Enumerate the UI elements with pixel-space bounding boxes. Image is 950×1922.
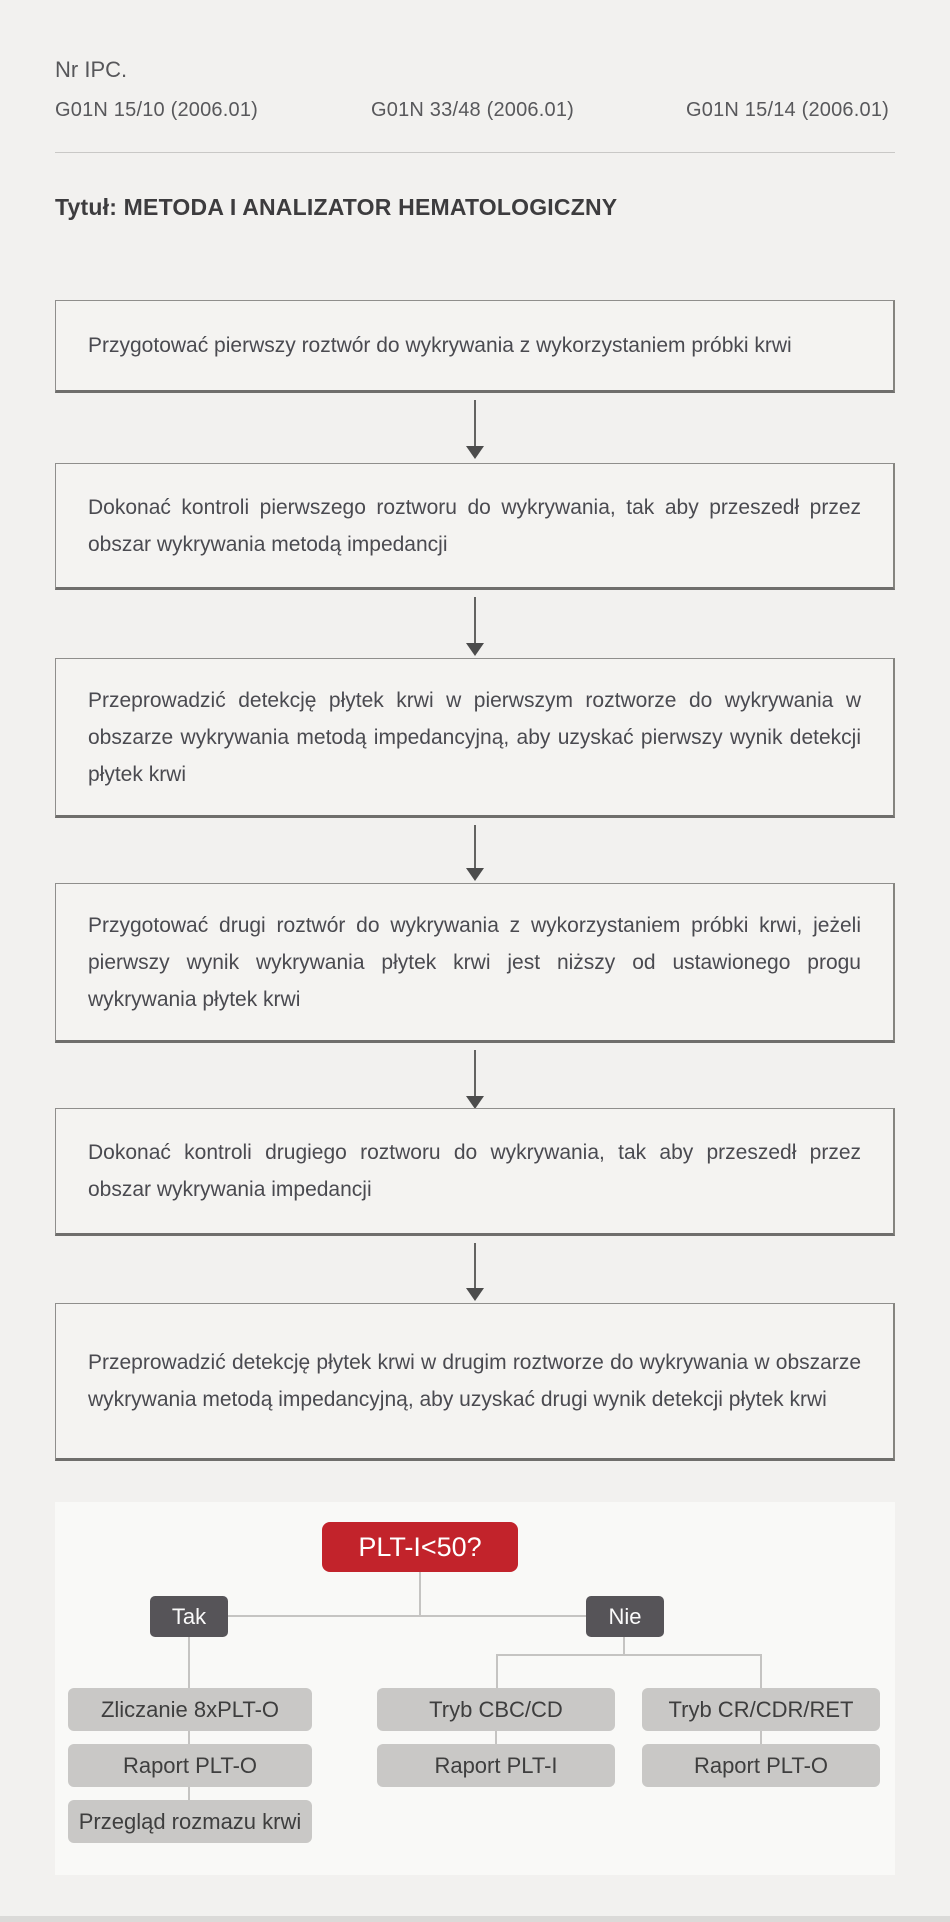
flow-step-1: Przygotować pierwszy roztwór do wykrywan… (55, 300, 895, 393)
ipc-code-1: G01N 15/10 (2006.01) (55, 99, 259, 121)
flow-step-2: Dokonać kontroli pierwszego roztworu do … (55, 463, 895, 590)
page-title: Tytuł: METODA I ANALIZATOR HEMATOLOGICZN… (55, 194, 618, 220)
arrow-stem (474, 1050, 476, 1096)
arrow-head-icon (466, 1288, 484, 1301)
arrow-head-icon (466, 868, 484, 881)
no-branch-right-step-1: Tryb CR/CDR/RET (642, 1688, 880, 1731)
ipc-number-label: Nr IPC. (55, 57, 128, 82)
arrow-head-icon (466, 1096, 484, 1109)
decision-node-root: PLT-I<50? (322, 1522, 518, 1572)
connector-no-vertical (623, 1637, 625, 1656)
connector-no-split-left (496, 1654, 498, 1688)
arrow-head-icon (466, 643, 484, 656)
yes-branch-step-2: Raport PLT-O (68, 1744, 312, 1787)
flow-step-1-text: Przygotować pierwszy roztwór do wykrywan… (88, 334, 792, 357)
decision-tree-panel: PLT-I<50? Tak Nie Zliczanie 8xPLT-O Rapo… (55, 1502, 895, 1875)
flow-step-5-text: Dokonać kontroli drugiego roztworu do wy… (88, 1141, 861, 1201)
no-branch-left-step-2: Raport PLT-I (377, 1744, 615, 1787)
flow-step-4-text: Przygotować drugi roztwór do wykrywania … (88, 913, 861, 1011)
arrow-head-icon (466, 446, 484, 459)
connector-yes-no-horizontal (228, 1615, 586, 1617)
flow-step-6-text: Przeprowadzić detekcję płytek krwi w dru… (88, 1351, 861, 1411)
ipc-code-2: G01N 33/48 (2006.01) (371, 99, 575, 121)
connector-no-right-col (760, 1731, 762, 1744)
flow-step-6: Przeprowadzić detekcję płytek krwi w dru… (55, 1303, 895, 1461)
connector-no-split-right (760, 1654, 762, 1688)
connector-no-left-col (495, 1731, 497, 1744)
decision-node-yes: Tak (150, 1596, 228, 1637)
connector-root-vertical (419, 1572, 421, 1616)
yes-branch-step-3: Przegląd rozmazu krwi (68, 1800, 312, 1843)
no-branch-right-step-2: Raport PLT-O (642, 1744, 880, 1787)
connector-yes-vertical (188, 1637, 190, 1688)
yes-branch-step-1: Zliczanie 8xPLT-O (68, 1688, 312, 1731)
arrow-stem (474, 400, 476, 446)
flow-step-3-text: Przeprowadzić detekcję płytek krwi w pie… (88, 688, 861, 786)
arrow-stem (474, 825, 476, 868)
decision-node-no: Nie (586, 1596, 664, 1637)
connector-no-split-horizontal (496, 1654, 762, 1656)
page-bottom-divider (0, 1916, 950, 1922)
no-branch-left-step-1: Tryb CBC/CD (377, 1688, 615, 1731)
arrow-stem (474, 597, 476, 643)
connector-yes-col-1 (188, 1731, 190, 1744)
flow-step-5: Dokonać kontroli drugiego roztworu do wy… (55, 1108, 895, 1236)
arrow-stem (474, 1243, 476, 1288)
flow-step-2-text: Dokonać kontroli pierwszego roztworu do … (88, 495, 861, 556)
header-divider (55, 152, 895, 153)
flow-step-3: Przeprowadzić detekcję płytek krwi w pie… (55, 658, 895, 818)
ipc-code-3: G01N 15/14 (2006.01) (686, 99, 890, 121)
flow-step-4: Przygotować drugi roztwór do wykrywania … (55, 883, 895, 1043)
connector-yes-col-2 (188, 1787, 190, 1800)
